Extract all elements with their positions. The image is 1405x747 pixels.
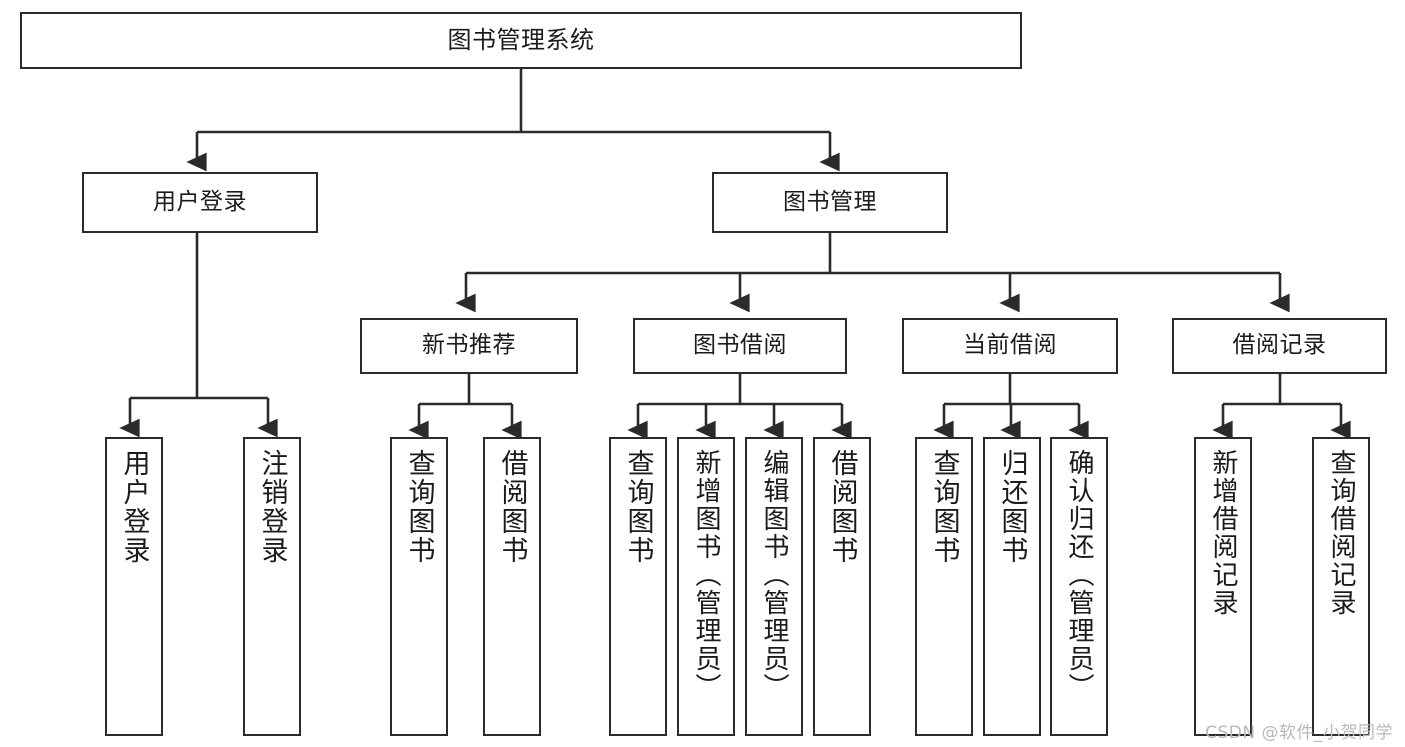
node-label: 新增借阅记录 <box>1208 449 1238 617</box>
node-user-login[interactable]: 用户登录 <box>82 172 318 233</box>
node-label: 确认归还（管理员） <box>1064 449 1094 701</box>
leaf-current-confirm-return-admin[interactable]: 确认归还（管理员） <box>1050 437 1108 736</box>
leaf-record-query-record[interactable]: 查询借阅记录 <box>1312 437 1370 736</box>
leaf-borrow-edit-book-admin[interactable]: 编辑图书（管理员） <box>745 437 803 736</box>
leaf-newbook-borrow-book[interactable]: 借阅图书 <box>483 437 541 736</box>
leaf-current-return-book[interactable]: 归还图书 <box>983 437 1041 736</box>
node-label: 图书管理系统 <box>447 26 595 55</box>
node-root-system[interactable]: 图书管理系统 <box>20 12 1022 69</box>
node-label: 注销登录 <box>256 449 288 565</box>
node-borrow-record[interactable]: 借阅记录 <box>1172 318 1387 374</box>
leaf-logout[interactable]: 注销登录 <box>243 437 301 736</box>
node-label: 新书推荐 <box>422 332 516 359</box>
node-label: 归还图书 <box>996 449 1028 565</box>
leaf-borrow-add-book-admin[interactable]: 新增图书（管理员） <box>677 437 735 736</box>
node-label: 编辑图书（管理员） <box>759 449 789 701</box>
node-label: 新增图书（管理员） <box>691 449 721 701</box>
leaf-borrow-borrow-book[interactable]: 借阅图书 <box>813 437 871 736</box>
leaf-newbook-query-book[interactable]: 查询图书 <box>390 437 448 736</box>
node-book-borrow[interactable]: 图书借阅 <box>633 318 847 374</box>
leaf-record-add-record[interactable]: 新增借阅记录 <box>1194 437 1252 736</box>
node-label: 查询图书 <box>928 449 960 565</box>
node-label: 借阅图书 <box>496 449 528 565</box>
leaf-borrow-query-book[interactable]: 查询图书 <box>609 437 667 736</box>
node-label: 用户登录 <box>118 449 150 565</box>
node-label: 图书管理 <box>783 188 877 215</box>
node-label: 当前借阅 <box>963 332 1057 359</box>
watermark: CSDN @软件_小贺同学 <box>1205 723 1393 743</box>
node-label: 查询图书 <box>622 449 654 565</box>
node-label: 用户登录 <box>153 188 247 215</box>
node-label: 查询图书 <box>403 449 435 565</box>
node-label: 借阅图书 <box>826 449 858 565</box>
node-book-management[interactable]: 图书管理 <box>712 172 948 233</box>
node-new-book-recommend[interactable]: 新书推荐 <box>360 318 578 374</box>
node-label: 借阅记录 <box>1232 332 1327 359</box>
node-label: 图书借阅 <box>693 332 787 359</box>
leaf-user-login[interactable]: 用户登录 <box>105 437 163 736</box>
leaf-current-query-book[interactable]: 查询图书 <box>915 437 973 736</box>
node-current-borrow[interactable]: 当前借阅 <box>902 318 1118 374</box>
node-label: 查询借阅记录 <box>1326 449 1356 617</box>
